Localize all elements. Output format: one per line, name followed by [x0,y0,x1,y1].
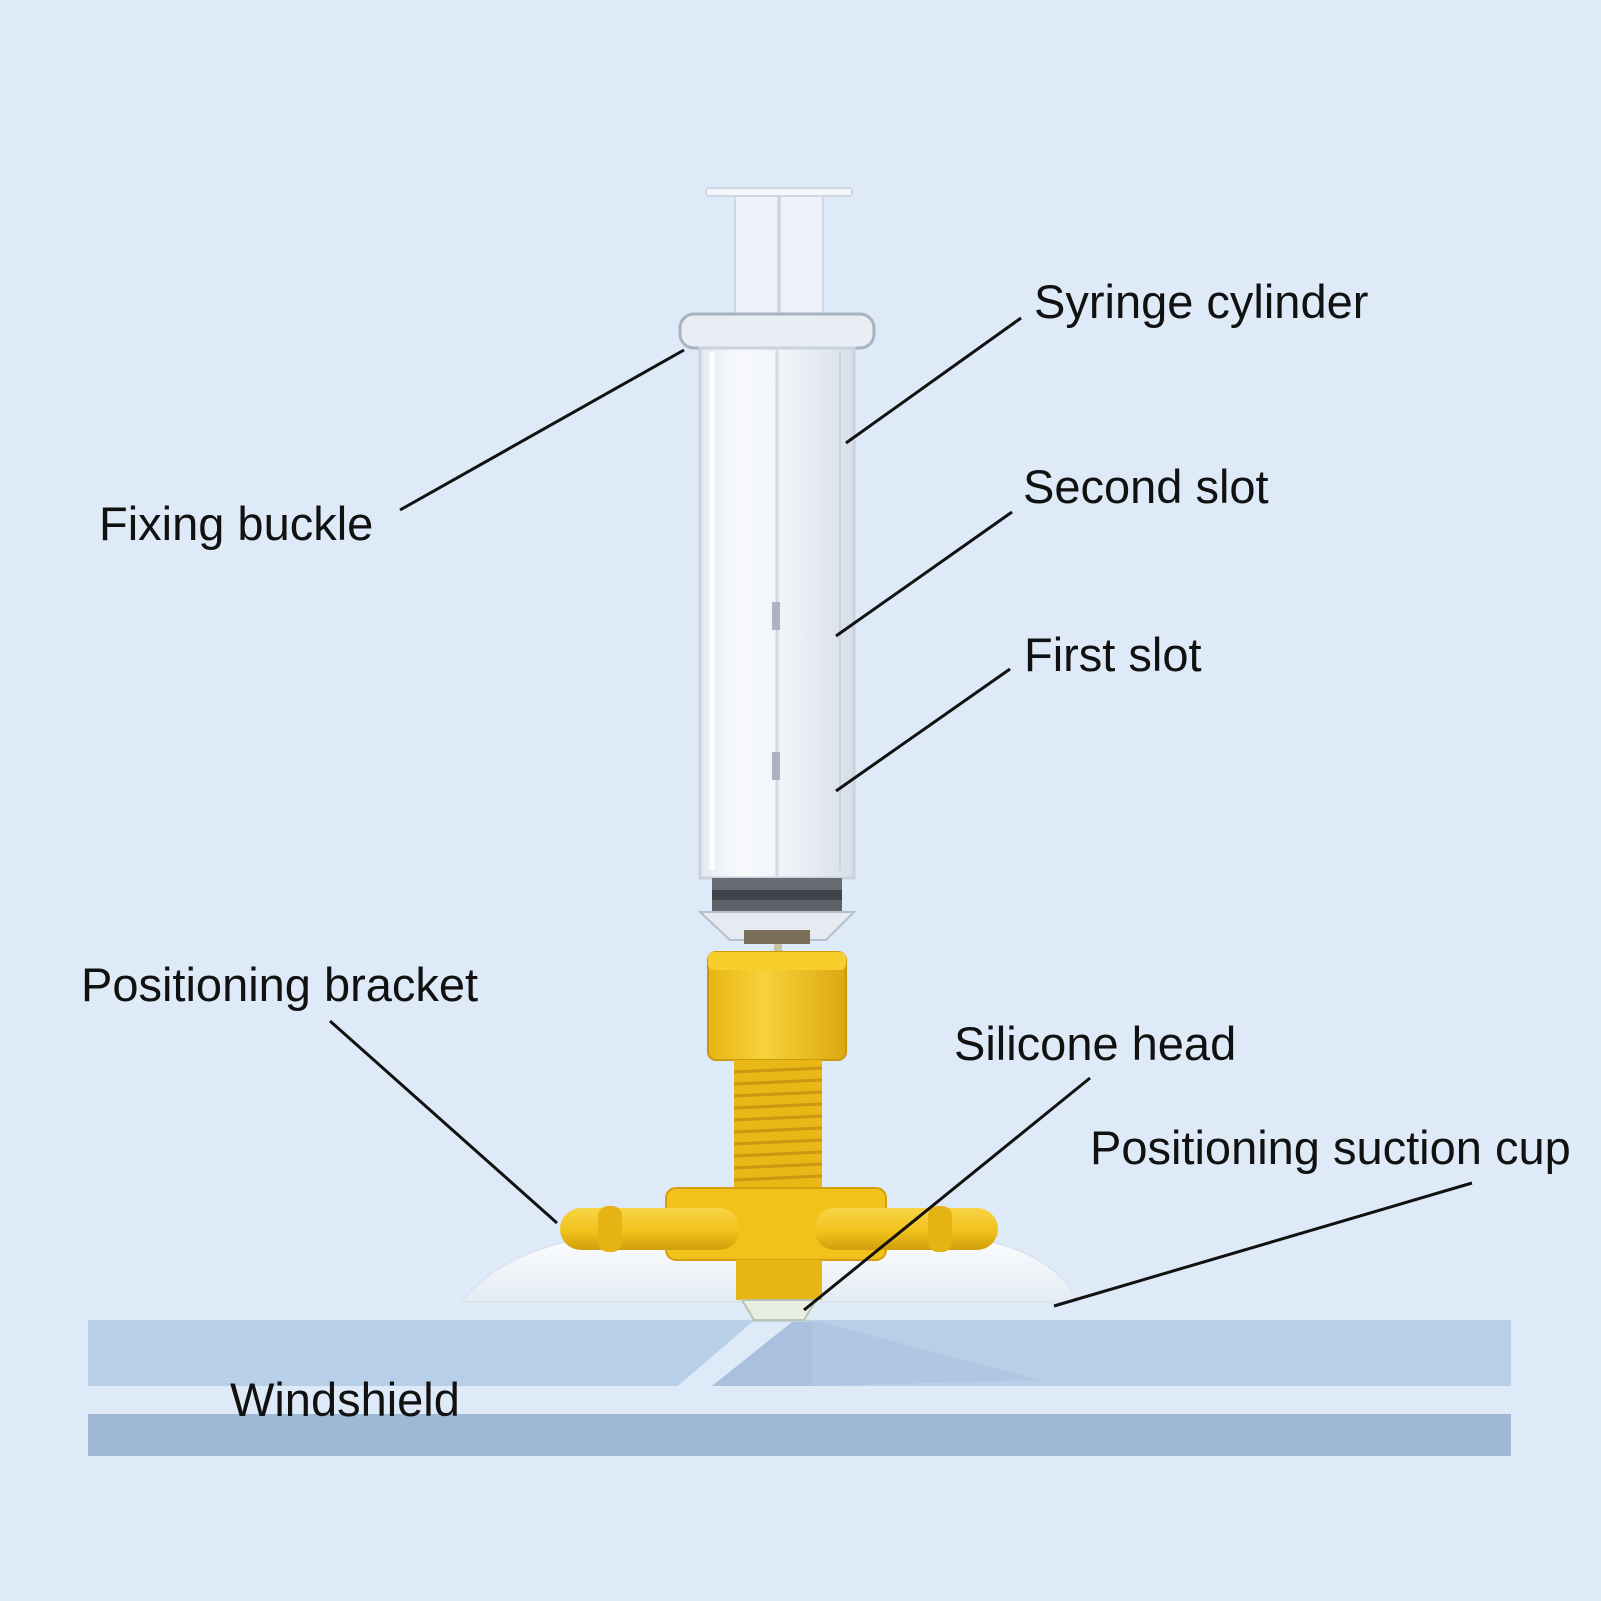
first-slot-marker [772,752,780,780]
fixing-buckle-flange [678,312,876,350]
bracket-arm-left [560,1208,740,1250]
windshield-glass [88,1320,1511,1456]
leader-first-slot [835,667,1011,793]
label-positioning-suction-cup: Positioning suction cup [1090,1121,1571,1174]
leader-second-slot [835,510,1013,638]
positioning-bracket-assembly [560,951,998,1321]
leader-positioning-bracket [329,1019,558,1225]
windshield-lower-layer [88,1414,1511,1456]
silicone-head [740,1299,818,1321]
leader-lines [329,316,1473,1312]
label-positioning-bracket: Positioning bracket [81,958,479,1011]
windshield-crack-fill [812,1322,1040,1386]
windshield-crack [678,1322,792,1386]
plunger-seal [712,878,842,890]
label-windshield: Windshield [230,1373,460,1426]
bracket-collar [736,1260,822,1300]
label-fixing-buckle: Fixing buckle [99,497,374,550]
label-silicone-head: Silicone head [954,1017,1237,1070]
syringe [678,187,876,956]
syringe-tip-cone [697,911,857,941]
label-second-slot: Second slot [1023,460,1269,513]
label-syringe-cylinder: Syringe cylinder [1034,275,1369,328]
windshield-crack-shadow [712,1322,812,1386]
second-slot-marker [772,602,780,630]
leader-positioning-suction-cup [1053,1181,1473,1308]
plunger-thumb-rest [705,187,853,197]
leader-syringe-cylinder [845,316,1022,445]
leader-silicone-head [803,1076,1091,1312]
label-first-slot: First slot [1024,628,1202,681]
leader-fixing-buckle [399,348,685,512]
